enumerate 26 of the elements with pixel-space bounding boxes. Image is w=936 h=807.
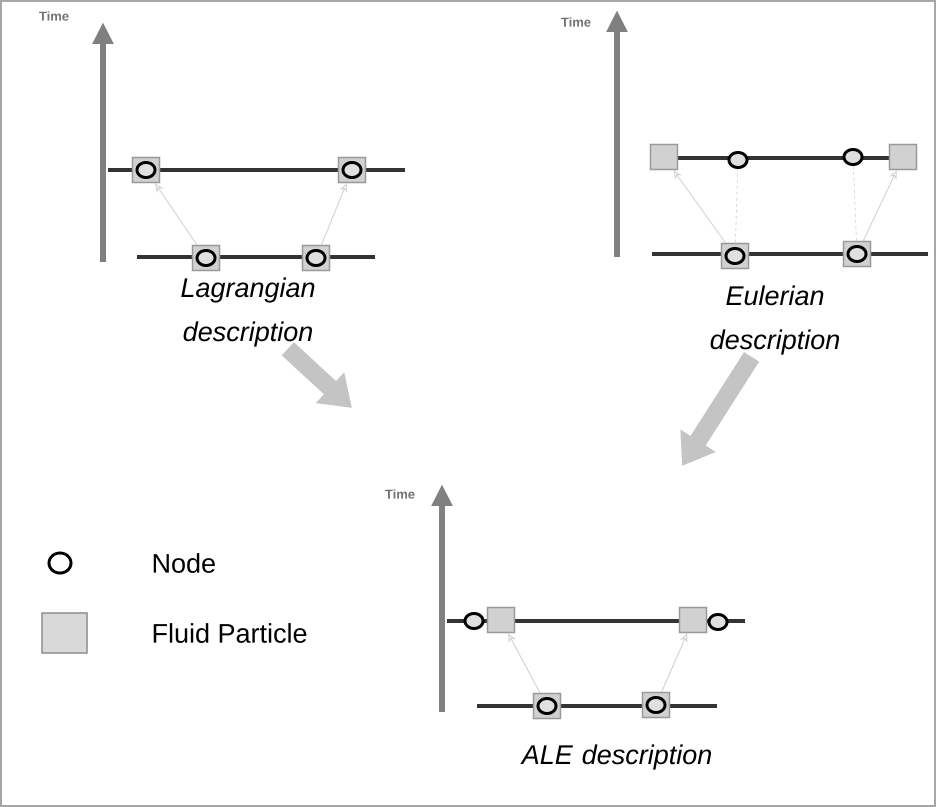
legend-text: Node [154, 553, 215, 573]
particle-box [888, 144, 918, 170]
legend-text: Fluid Particle [154, 623, 306, 643]
dashed-line [735, 168, 738, 244]
node-circle [464, 612, 484, 630]
node-circle [646, 696, 666, 714]
dashed-line [852, 166, 857, 242]
node-circle [196, 249, 216, 267]
node-circle [136, 161, 156, 179]
axis-label: Time [39, 11, 69, 21]
description-text: Eulerian description [710, 285, 840, 355]
description-text: Lagrangian description [181, 277, 314, 347]
axis-label: Time [561, 17, 591, 27]
particle-box [650, 144, 678, 170]
node-circle [708, 613, 728, 631]
node-circle [536, 697, 558, 715]
particle-box [486, 606, 516, 634]
description-text: ALE description [520, 744, 712, 770]
node-circle [846, 245, 868, 263]
node-circle [724, 247, 746, 265]
particle-box [678, 606, 708, 634]
node-circle [342, 161, 362, 179]
node-circle [728, 151, 748, 169]
node-circle [306, 249, 326, 267]
axis-label: Time [385, 489, 415, 499]
node-circle [842, 148, 864, 166]
